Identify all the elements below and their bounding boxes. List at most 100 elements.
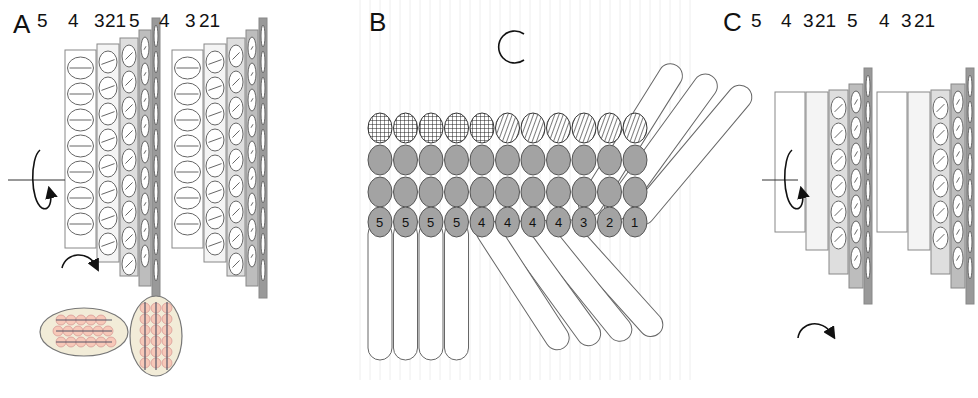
plate	[246, 30, 258, 286]
filament	[144, 302, 145, 370]
plate	[204, 44, 226, 262]
fiber-section	[154, 25, 158, 47]
layer-number: 4	[781, 11, 792, 30]
fiber-section	[229, 149, 243, 171]
fiber-direction	[855, 229, 858, 234]
layer-number: 5	[453, 216, 460, 229]
fiber-direction	[232, 78, 239, 85]
fiber-section	[953, 169, 963, 191]
fiber-section	[598, 207, 622, 237]
layer-number: 3	[803, 11, 814, 30]
fiber-section	[154, 77, 158, 99]
fiber-section	[206, 155, 224, 177]
fiber-direction	[208, 138, 221, 143]
fiber-section	[122, 71, 136, 93]
fiber-direction	[208, 190, 221, 195]
fiber-section	[445, 207, 469, 237]
fiber-section	[68, 213, 94, 235]
fiber-section	[229, 97, 243, 119]
fiber-direction	[125, 182, 132, 189]
background-stripe	[360, 0, 361, 380]
fiber-section	[141, 141, 149, 163]
fiber-direction	[177, 172, 199, 173]
fiber-direction	[957, 255, 960, 260]
fiber-section	[206, 103, 224, 125]
fiber-section	[866, 101, 870, 123]
fiber-section	[248, 141, 256, 163]
fiber-section	[831, 149, 846, 171]
fiber-section	[154, 207, 158, 229]
panel-letter: C	[723, 9, 742, 35]
fiber-direction	[855, 255, 858, 260]
fiber-section	[953, 117, 963, 139]
filament	[56, 330, 112, 331]
fiber-direction	[232, 260, 239, 267]
fiber-direction	[125, 78, 132, 85]
layer-number: 4	[555, 216, 562, 229]
fiber-direction	[251, 176, 253, 179]
plate	[259, 18, 267, 298]
fiber-direction	[835, 130, 843, 138]
plate	[139, 30, 151, 286]
fiber-section	[175, 135, 201, 157]
fiber-section	[122, 123, 136, 145]
fiber-section	[154, 181, 158, 203]
fiber-direction	[251, 254, 253, 257]
plate	[908, 92, 930, 250]
plate	[806, 92, 828, 250]
fiber-section	[141, 167, 149, 189]
fiber-section	[521, 207, 545, 237]
fiber-section	[419, 177, 443, 207]
fiber-section	[496, 145, 520, 175]
fiber-section	[68, 109, 94, 131]
fiber-direction	[855, 99, 858, 104]
fiber-section	[831, 97, 846, 119]
fiber-direction	[208, 86, 221, 91]
fiber-section	[547, 207, 571, 237]
fiber-direction	[957, 229, 960, 234]
fiber-direction	[144, 98, 146, 101]
filament	[155, 302, 156, 370]
layer-number: 21	[199, 11, 220, 30]
fiber-section	[154, 155, 158, 177]
fiber-direction	[855, 203, 858, 208]
fiber-section	[953, 195, 963, 217]
fiber-direction	[177, 94, 199, 95]
fiber-section	[175, 83, 201, 105]
layer-number: 3	[185, 11, 196, 30]
fiber-section	[968, 75, 972, 97]
fiber-direction	[251, 228, 253, 231]
fiber-direction	[101, 216, 114, 221]
fiber-section	[445, 177, 469, 207]
layer-number: 4	[159, 11, 170, 30]
fiber-section	[261, 103, 265, 125]
fiber-section	[953, 221, 963, 243]
fiber-section	[953, 143, 963, 165]
fiber-section	[261, 259, 265, 281]
fiber-section	[831, 201, 846, 223]
fiber-direction	[835, 182, 843, 190]
fiber-section	[122, 45, 136, 67]
fiber-section	[261, 181, 265, 203]
layer-number: 4	[68, 11, 79, 30]
fiber-direction	[855, 151, 858, 156]
fiber-section	[968, 127, 972, 149]
fiber-direction	[208, 112, 221, 117]
fiber-section	[229, 253, 243, 275]
fiber-direction	[177, 120, 199, 121]
fiber-section	[470, 177, 494, 207]
fiber-section	[261, 129, 265, 151]
fiber-section	[866, 231, 870, 253]
fiber-direction	[232, 104, 239, 111]
fiber-section	[368, 207, 392, 237]
fiber-section	[866, 205, 870, 227]
fiber-section	[933, 201, 948, 223]
fiber-section	[496, 177, 520, 207]
fiber-section	[122, 201, 136, 223]
fiber-section	[521, 177, 545, 207]
fiber-section	[122, 149, 136, 171]
fiber-section	[229, 201, 243, 223]
plate	[775, 92, 805, 232]
fiber-direction	[251, 150, 253, 153]
